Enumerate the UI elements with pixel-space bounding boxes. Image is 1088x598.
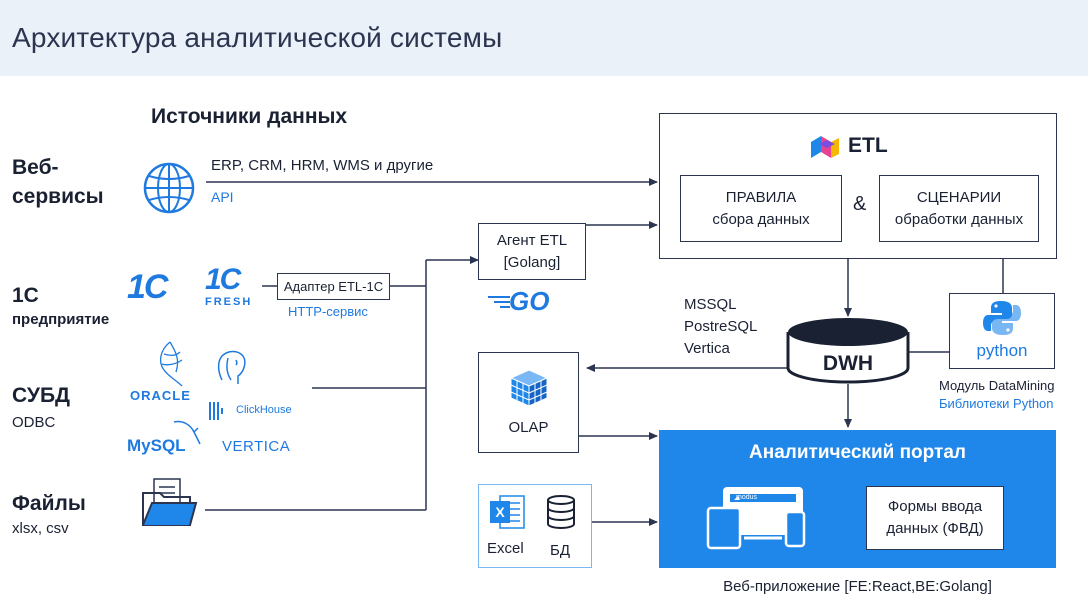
globe-icon (143, 162, 195, 214)
python-logo-text: python (976, 341, 1028, 360)
folder-icon (142, 478, 198, 526)
db-names-list: MSSQL PostreSQL Vertica (684, 294, 757, 360)
forms-box: Формы ввода данных (ФВД) (866, 486, 1004, 550)
etl-title: ETL (848, 134, 888, 157)
etl-logo-icon (811, 136, 839, 158)
web-services-api: API (211, 189, 234, 205)
dbms-subtitle: ODBC (12, 414, 56, 431)
mysql-logo: MySQL (127, 436, 186, 455)
devices-icon (706, 487, 806, 550)
adapter-box: Адаптер ETL-1С (277, 273, 390, 300)
header-bar (0, 0, 1088, 76)
mysql-dolphin-icon (173, 420, 201, 445)
agent-etl-box: Агент ETL [Golang] (478, 223, 586, 280)
web-services-systems: ERP, CRM, HRM, WMS и другие (211, 157, 434, 174)
clickhouse-logo: ClickHouse (236, 404, 292, 416)
etl-ampersand: & (853, 193, 867, 215)
db-name-vertica: Vertica (684, 340, 730, 357)
db-name-mssql: MSSQL (684, 296, 737, 313)
agent-etl-lang: [Golang] (503, 253, 561, 271)
postgresql-elephant-icon (217, 350, 246, 384)
analytics-portal-title: Аналитический портал (749, 442, 966, 463)
etl-rules-sub: сбора данных (712, 210, 810, 228)
oracle-logo: ORACLE (130, 388, 191, 403)
adapter-subtitle: HTTP-сервис (288, 304, 368, 319)
oracle-bird-icon (159, 341, 183, 387)
web-services-title: Веб- сервисы (12, 153, 104, 211)
etl-scenarios-title: СЦЕНАРИИ (916, 188, 1002, 206)
db-label: БД (550, 542, 571, 559)
portal-footer: Веб-приложение [FE:React,BE:Golang] (723, 578, 992, 595)
dbms-title: СУБД (12, 384, 71, 407)
forms-line1: Формы ввода (887, 498, 983, 515)
etl-rules-title: ПРАВИЛА (725, 188, 797, 206)
dwh-cylinder (786, 318, 910, 384)
database-icon (547, 495, 575, 529)
etl-scenarios-sub: обработки данных (894, 210, 1024, 228)
page-title: Архитектура аналитической системы (12, 22, 503, 53)
files-subtitle: xlsx, csv (12, 520, 69, 537)
modus-brand: modus (736, 494, 758, 501)
excel-label: Excel (487, 540, 524, 557)
excel-icon: X (490, 495, 525, 529)
onec-logo: 1С (127, 268, 168, 306)
etl-scenarios-box: СЦЕНАРИИ обработки данных (879, 175, 1039, 242)
python-caption-sub: Библиотеки Python (939, 396, 1054, 411)
dwh-label: DWH (822, 352, 874, 375)
onec-subtitle: предприятие (12, 311, 110, 328)
svg-text:X: X (495, 504, 505, 520)
vertica-logo: VERTICA (222, 438, 291, 455)
web-services-title-line1: Веб- (12, 156, 59, 179)
excel-db-box (478, 484, 592, 568)
forms-line2: данных (ФВД) (886, 520, 984, 537)
python-caption: Модуль DataMining (939, 378, 1055, 393)
clickhouse-bars-icon (209, 402, 223, 420)
olap-cube-icon (509, 369, 549, 407)
go-logo: GO (509, 286, 550, 316)
agent-etl-title: Агент ETL (496, 231, 568, 249)
web-services-title-line2: сервисы (12, 185, 104, 208)
files-title: Файлы (12, 492, 86, 515)
onec-fresh-logo: 1С FRESH (205, 263, 261, 309)
sources-heading: Источники данных (151, 105, 348, 128)
go-speed-lines (488, 293, 512, 311)
onec-title: 1С (12, 284, 39, 307)
db-name-postgresql: PostreSQL (684, 318, 758, 335)
olap-label: OLAP (508, 419, 549, 436)
etl-rules-box: ПРАВИЛА сбора данных (680, 175, 842, 242)
onec-fresh-logo-top: 1С (205, 263, 241, 296)
onec-fresh-logo-bottom: FRESH (205, 296, 253, 308)
python-logo-icon (983, 301, 1021, 335)
